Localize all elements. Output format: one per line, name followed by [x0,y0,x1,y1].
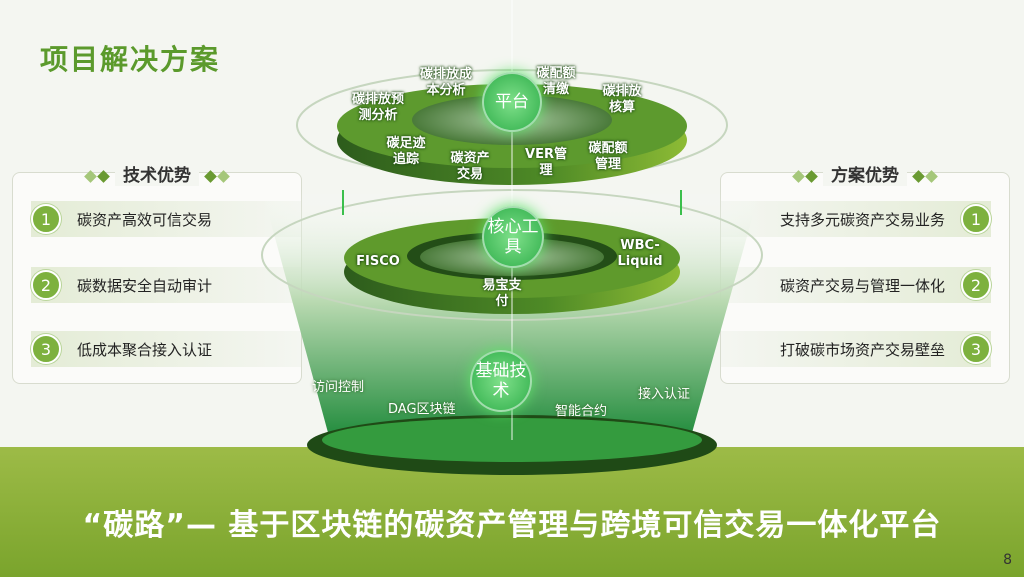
module-label: 碳足迹追踪 [386,136,426,167]
module-label: 碳排放预测分析 [351,92,404,123]
module-label: DAG区块链 [388,402,456,417]
list-item: 支持多元碳资产交易业务 1 [721,201,991,237]
core-hub: 核心工具 [482,206,544,268]
tech-advantages-panel: 技术优势 1 碳资产高效可信交易 2 碳数据安全自动审计 3 低成本聚合接入认证 [12,166,302,384]
number-badge: 2 [961,270,991,300]
item-text: 碳数据安全自动审计 [77,276,213,295]
list-item: 3 低成本聚合接入认证 [31,331,301,367]
module-label: 碳资产交易 [450,151,490,182]
page-title: 项目解决方案 [40,43,221,76]
module-label: 碳配额清缴 [536,66,576,97]
module-label: 碳排放核算 [602,84,642,115]
list-item: 碳资产交易与管理一体化 2 [721,267,991,303]
list-item: 1 碳资产高效可信交易 [31,201,301,237]
platform-hub: 平台 [482,72,542,132]
module-label: 碳配额管理 [588,141,628,172]
number-badge: 3 [961,334,991,364]
module-label: 访问控制 [312,380,365,395]
item-text: 碳资产高效可信交易 [77,210,213,229]
module-label: 易宝支付 [482,278,522,309]
number-badge: 3 [31,334,61,364]
item-text: 支持多元碳资产交易业务 [779,210,945,229]
list-item: 打破碳市场资产交易壁垒 3 [721,331,991,367]
base-hub: 基础技术 [470,350,532,412]
module-label: FISCO [356,254,400,269]
list-item: 2 碳数据安全自动审计 [31,267,301,303]
panel-heading: 方案优势 [823,166,907,186]
module-label: VER管理 [525,147,567,178]
item-text: 碳资产交易与管理一体化 [779,276,945,295]
module-label: 接入认证 [638,387,691,402]
item-text: 打破碳市场资产交易壁垒 [779,340,945,359]
item-text: 低成本聚合接入认证 [77,340,213,359]
module-label: WBC-Liquid [617,238,663,269]
number-badge: 1 [961,204,991,234]
number-badge: 2 [31,270,61,300]
slogan: “碳路”— 基于区块链的碳资产管理与跨境可信交易一体化平台 [82,508,942,543]
panel-heading: 技术优势 [115,166,199,186]
number-badge: 1 [31,204,61,234]
module-label: 智能合约 [555,404,608,419]
solution-advantages-panel: 方案优势 支持多元碳资产交易业务 1 碳资产交易与管理一体化 2 打破碳市场资产交易… [720,166,1010,384]
module-label: 碳排放成本分析 [419,67,472,98]
page-number: 8 [1003,552,1012,568]
